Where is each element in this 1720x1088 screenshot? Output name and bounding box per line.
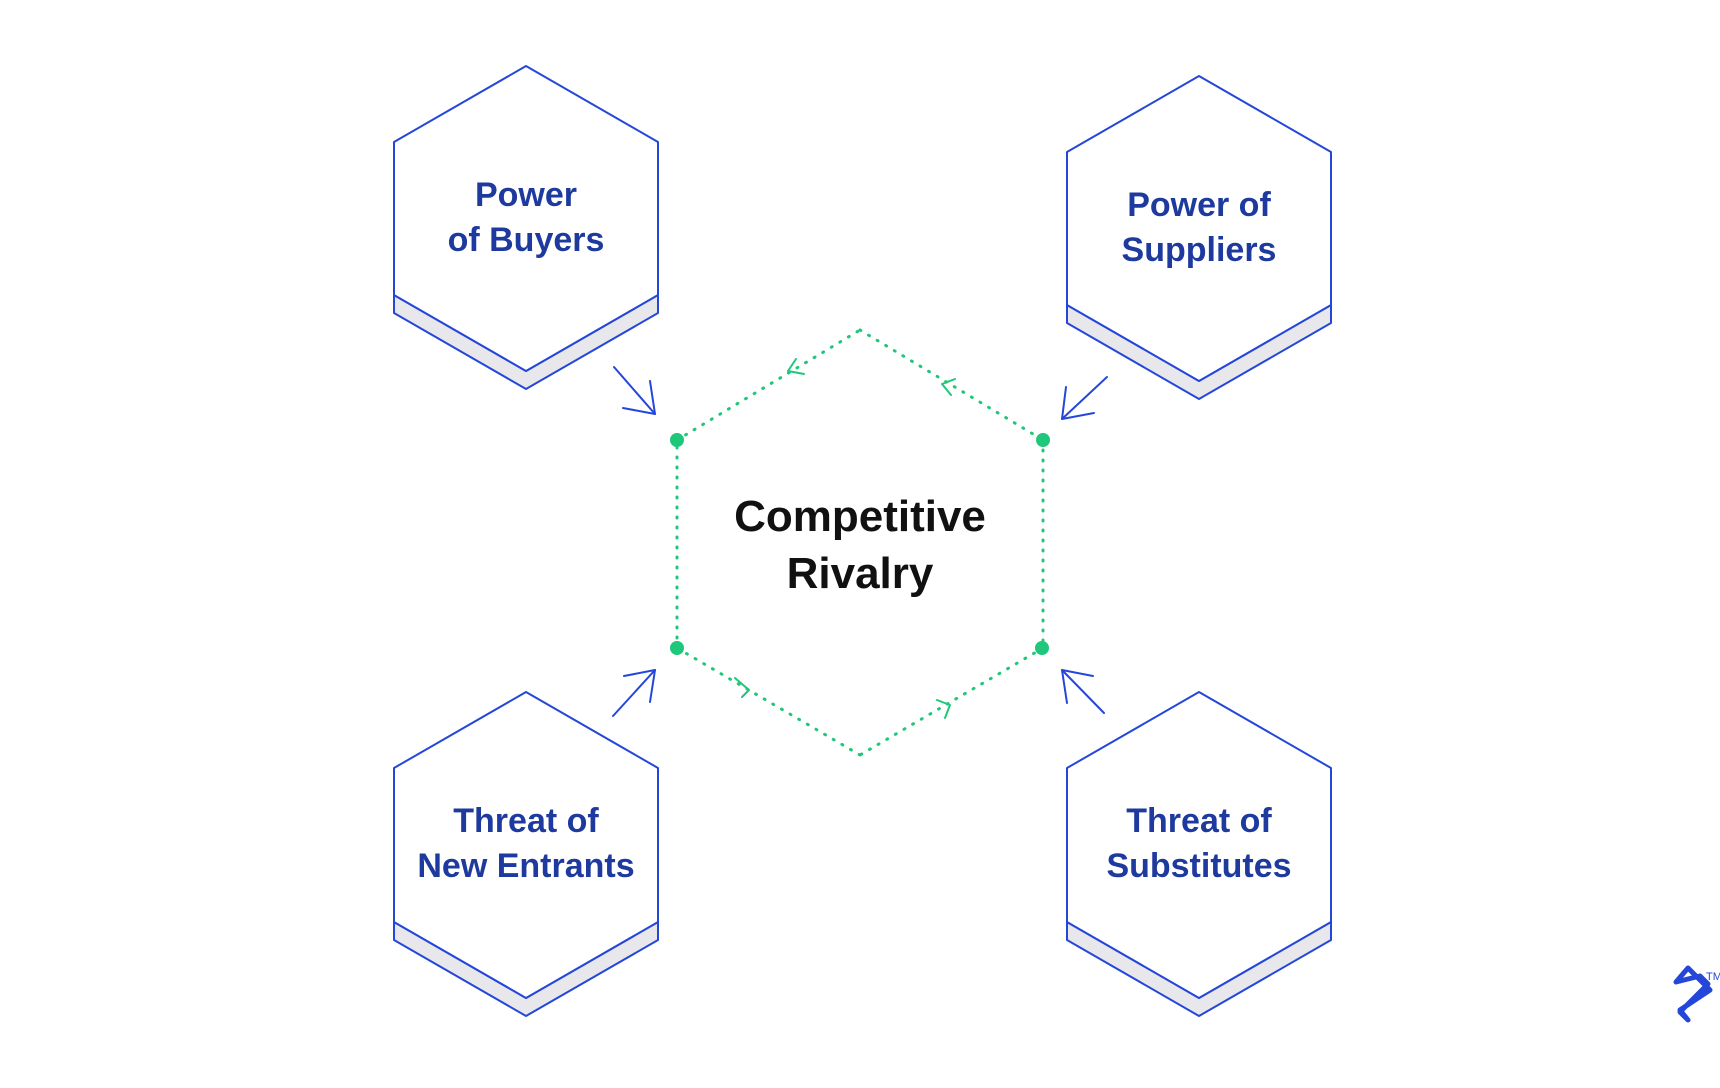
flow-chevron xyxy=(936,699,951,719)
force-label-line1: Threat of xyxy=(1126,802,1272,840)
force-label-line2: Suppliers xyxy=(1122,231,1277,269)
force-label-line1: Power of xyxy=(1127,186,1271,224)
arrow-from-substitutes xyxy=(1061,669,1105,714)
force-power-of-suppliers: Power of Suppliers xyxy=(1066,75,1332,400)
force-label-line1: Power xyxy=(475,176,577,214)
rivalry-edge xyxy=(675,328,862,442)
rivalry-edge xyxy=(858,646,1045,757)
rivalry-node xyxy=(670,641,684,655)
arrow-from-new-entrants xyxy=(612,669,656,717)
arrow-from-buyers xyxy=(613,366,656,415)
force-threat-of-new-entrants: Threat of New Entrants xyxy=(393,691,659,1017)
arrow-from-suppliers xyxy=(1061,376,1108,420)
rivalry-node xyxy=(1035,641,1049,655)
logo-trademark: TM xyxy=(1706,971,1720,983)
flow-chevron xyxy=(787,358,805,375)
center-label-line1: Competitive xyxy=(734,492,986,541)
flow-chevron xyxy=(941,378,956,396)
rivalry-edge xyxy=(675,646,862,757)
force-threat-of-substitutes: Threat of Substitutes xyxy=(1066,691,1332,1017)
force-label-line2: Substitutes xyxy=(1106,847,1291,885)
force-power-of-buyers: Power of Buyers xyxy=(393,65,659,390)
rivalry-node xyxy=(1036,433,1050,447)
flow-chevron xyxy=(734,677,750,698)
hex-outline xyxy=(393,65,659,372)
toptal-logo-icon: TM xyxy=(1673,965,1720,1023)
rivalry-node xyxy=(670,433,684,447)
rivalry-edge xyxy=(858,328,1045,442)
center-label-line2: Rivalry xyxy=(787,549,934,598)
competitive-rivalry-hexagon: Competitive Rivalry xyxy=(670,328,1050,757)
hex-outline xyxy=(1066,75,1332,382)
hex-outline xyxy=(1066,691,1332,999)
force-label-line2: New Entrants xyxy=(417,847,634,885)
force-label-line2: of Buyers xyxy=(448,221,605,259)
hex-outline xyxy=(393,691,659,999)
force-label-line1: Threat of xyxy=(453,802,599,840)
